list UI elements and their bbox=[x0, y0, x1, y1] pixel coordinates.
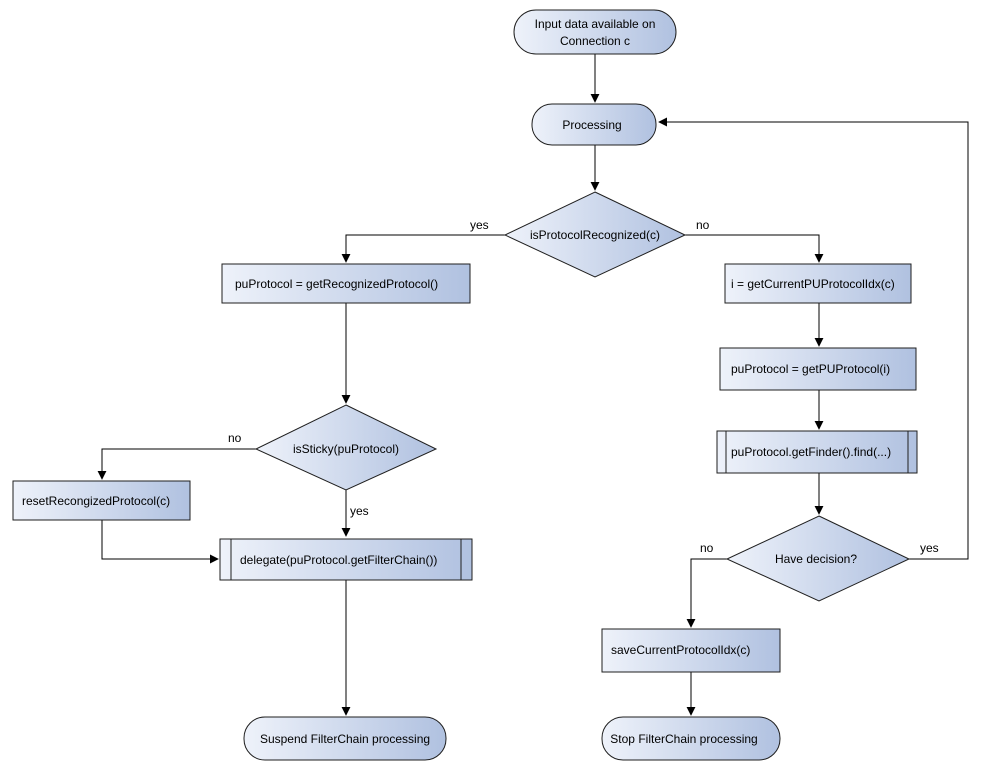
edge-label-recognized-no: no bbox=[696, 218, 710, 232]
have-decision-node: Have decision? bbox=[725, 515, 911, 602]
protocol-recognized-decision: isProtocolRecognized(c) bbox=[503, 191, 687, 278]
edge-label-recognized-yes: yes bbox=[470, 218, 489, 232]
edge-recognized-yes bbox=[341, 234, 505, 263]
delegate-subprocess: delegate(puProtocol.getFilterChain()) bbox=[219, 538, 473, 581]
suspend-label: Suspend FilterChain processing bbox=[260, 732, 430, 746]
is-sticky-label: isSticky(puProtocol) bbox=[293, 442, 399, 456]
finder-find-subprocess: puProtocol.getFinder().find(...) bbox=[716, 430, 918, 474]
edges bbox=[97, 54, 969, 716]
stop-terminal: Stop FilterChain processing bbox=[601, 716, 781, 761]
edge-label-sticky-yes: yes bbox=[350, 504, 369, 518]
get-recognized-protocol-node: puProtocol = getRecognizedProtocol() bbox=[221, 263, 471, 304]
edge-label-decision-no: no bbox=[700, 541, 714, 555]
start-label-line2: Connection c bbox=[560, 34, 630, 48]
finder-find-label: puProtocol.getFinder().find(...) bbox=[731, 445, 891, 459]
edge-reset-to-delegate bbox=[101, 520, 219, 564]
protocol-recognized-label: isProtocolRecognized(c) bbox=[530, 228, 660, 242]
start-label-line1: Input data available on bbox=[535, 17, 656, 31]
start-terminal: Input data available on Connection c bbox=[513, 9, 677, 55]
save-current-protocol-idx-label: saveCurrentProtocolIdx(c) bbox=[611, 643, 750, 657]
have-decision-label: Have decision? bbox=[775, 552, 857, 566]
get-current-pu-protocol-idx-label: i = getCurrentPUProtocolIdx(c) bbox=[731, 277, 895, 291]
delegate-label: delegate(puProtocol.getFilterChain()) bbox=[240, 553, 437, 567]
reset-recognized-protocol-node: resetRecongizedProtocol(c) bbox=[12, 480, 191, 521]
edge-label-decision-yes: yes bbox=[920, 541, 939, 555]
processing-label: Processing bbox=[562, 118, 621, 132]
edge-sticky-no bbox=[97, 448, 256, 480]
edge-recognized-no bbox=[685, 234, 824, 263]
get-current-pu-protocol-idx-node: i = getCurrentPUProtocolIdx(c) bbox=[724, 263, 912, 304]
edge-labels: yes no no yes no yes bbox=[228, 218, 939, 555]
stop-label: Stop FilterChain processing bbox=[610, 732, 757, 746]
edge-decision-yes bbox=[658, 117, 969, 560]
get-pu-protocol-node: puProtocol = getPUProtocol(i) bbox=[719, 347, 917, 391]
edge-label-sticky-no: no bbox=[228, 431, 242, 445]
processing-node: Processing bbox=[531, 103, 657, 146]
edge-decision-no bbox=[686, 558, 727, 628]
reset-recognized-protocol-label: resetRecongizedProtocol(c) bbox=[22, 494, 170, 508]
is-sticky-decision: isSticky(puProtocol) bbox=[254, 404, 438, 491]
get-pu-protocol-label: puProtocol = getPUProtocol(i) bbox=[731, 362, 890, 376]
suspend-terminal: Suspend FilterChain processing bbox=[243, 716, 447, 761]
get-recognized-protocol-label: puProtocol = getRecognizedProtocol() bbox=[235, 277, 438, 291]
save-current-protocol-idx-node: saveCurrentProtocolIdx(c) bbox=[601, 628, 781, 673]
